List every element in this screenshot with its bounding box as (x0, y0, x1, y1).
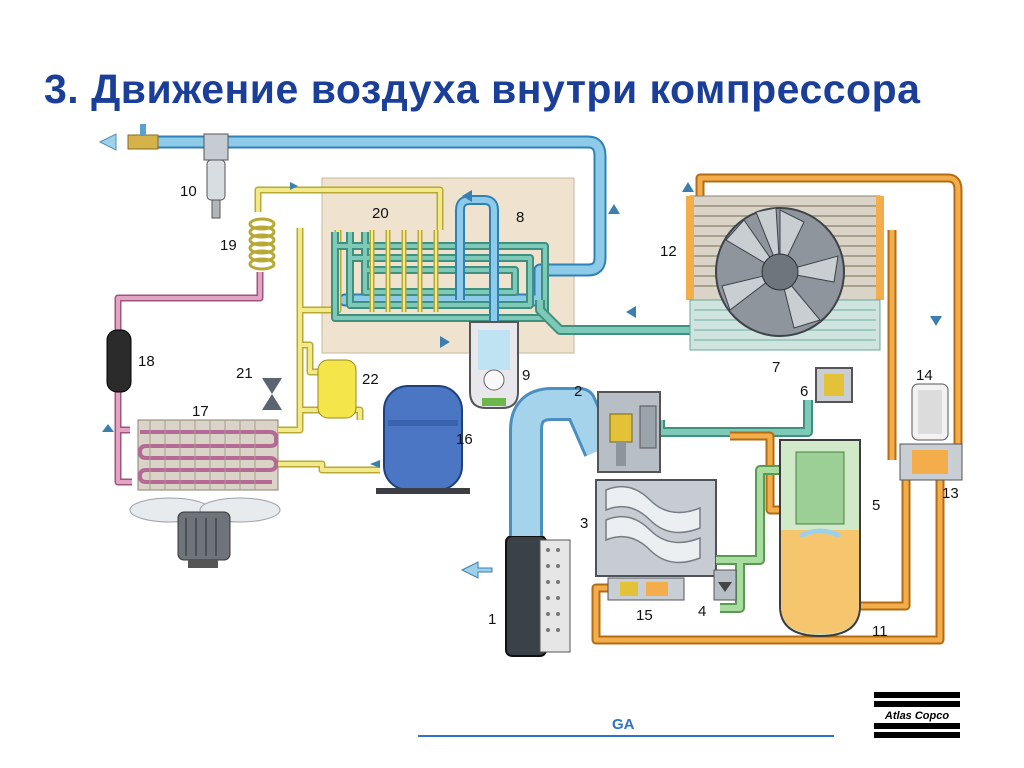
oil-circuit (591, 173, 963, 645)
label-18: 18 (138, 353, 155, 370)
model-label: GA (612, 716, 635, 733)
label-1: 1 (488, 611, 496, 628)
expansion-valve-21 (262, 378, 282, 410)
minimum-pressure-valve-6 (815, 367, 853, 403)
label-6: 6 (800, 383, 808, 400)
screw-element-3 (595, 479, 717, 577)
footer-divider (418, 735, 834, 737)
oil-filter-14 (911, 383, 949, 441)
label-2: 2 (574, 383, 582, 400)
refrigerant-liquid-line (254, 186, 444, 474)
accumulator-22 (317, 359, 357, 419)
oil-separator-vessel-5 (779, 439, 861, 638)
cooling-fan-icon (715, 207, 845, 337)
water-separator-9 (469, 321, 519, 409)
slide-title: 3. Движение воздуха внутри компрессора (44, 66, 921, 112)
condenser-17 (137, 419, 279, 491)
thermostatic-valve-13 (899, 443, 963, 481)
condenser-fan-icon (129, 497, 281, 568)
label-17: 17 (192, 403, 209, 420)
intake-pipe (509, 387, 616, 536)
label-12: 12 (660, 243, 677, 260)
check-valve-4 (713, 569, 737, 601)
compressor-air-flow-diagram: 1 2 3 4 5 6 7 8 9 10 11 12 13 14 15 16 1… (98, 124, 963, 657)
receiver-18 (106, 329, 132, 393)
label-7: 7 (772, 359, 780, 376)
water-separator-10 (203, 133, 229, 219)
label-21: 21 (236, 365, 253, 382)
label-3: 3 (580, 515, 588, 532)
refrigerant-gas-line (114, 272, 264, 486)
label-14: 14 (916, 367, 933, 384)
oil-stop-valve-15 (607, 577, 685, 601)
label-22: 22 (362, 371, 379, 388)
label-20: 20 (372, 205, 389, 222)
outlet-valve (127, 124, 159, 150)
logo-text: Atlas Copco (884, 710, 949, 722)
outlet-arrow-icon (98, 133, 117, 151)
capillary-coil-19 (248, 217, 276, 271)
label-13: 13 (942, 485, 959, 502)
refrigerant-compressor-16 (376, 385, 470, 494)
label-16: 16 (456, 431, 473, 448)
atlas-copco-logo: Atlas Copco (874, 692, 960, 738)
unloader-valve-2 (597, 391, 661, 473)
label-5: 5 (872, 497, 880, 514)
label-8: 8 (516, 209, 524, 226)
heat-exchanger-20 (331, 230, 549, 322)
compressed-air-outlet-pipe (143, 135, 607, 307)
label-15: 15 (636, 607, 653, 624)
air-intake-filter-1 (460, 535, 571, 657)
label-19: 19 (220, 237, 237, 254)
label-10: 10 (180, 183, 197, 200)
air-to-air-exchanger-8 (455, 195, 499, 330)
component-number-labels: 1 2 3 4 5 6 7 8 9 10 11 12 13 14 15 16 1… (138, 183, 959, 640)
label-4: 4 (698, 603, 706, 620)
flow-arrows (102, 182, 942, 468)
label-11: 11 (872, 623, 888, 640)
label-9: 9 (522, 367, 530, 384)
